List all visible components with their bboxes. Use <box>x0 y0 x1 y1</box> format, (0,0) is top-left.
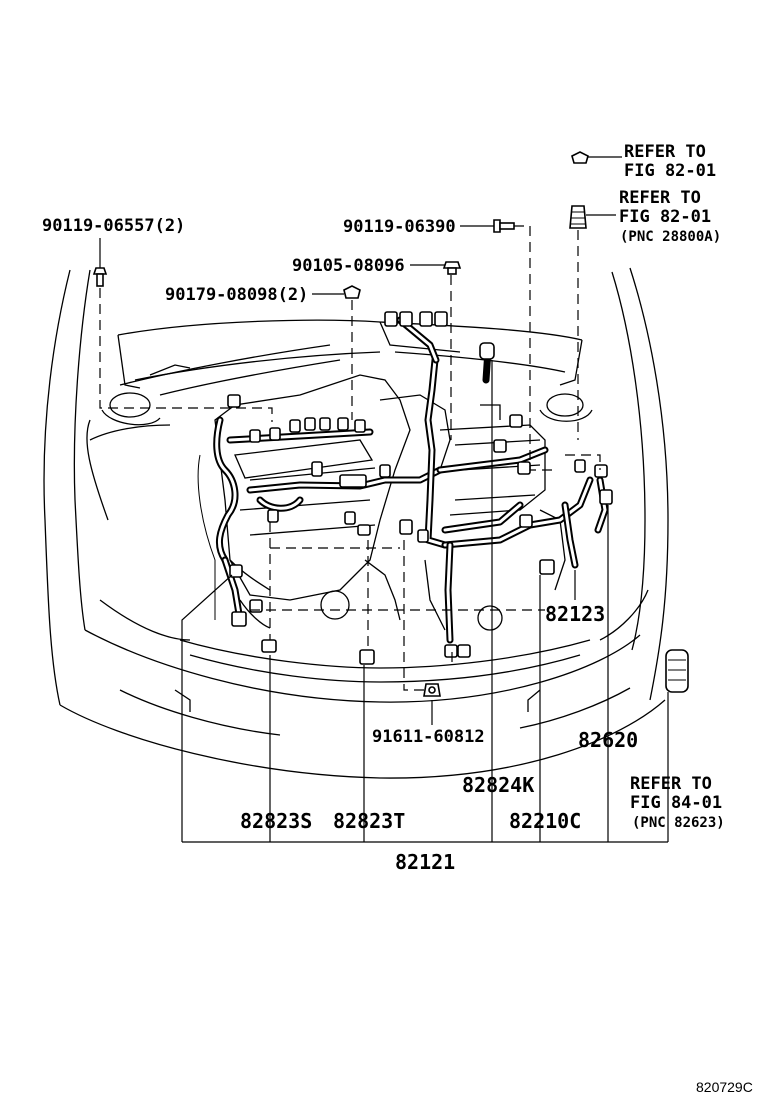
part-label-90105-08096: 90105-08096 <box>292 256 405 276</box>
part-labels: 90119-06557(2) 90119-06390 90105-08096 9… <box>42 216 638 874</box>
part-label-82823t: 82823T <box>333 809 405 833</box>
figure-id: 820729C <box>696 1079 753 1095</box>
nut-icon <box>571 151 589 164</box>
part-label-82210c: 82210C <box>509 809 581 833</box>
part-label-90119-06390: 90119-06390 <box>343 217 456 237</box>
fastener-icons <box>92 151 689 697</box>
nut-icon <box>442 261 462 275</box>
reference-labels: REFER TO FIG 82-01 REFER TO FIG 82-01 (P… <box>619 142 725 831</box>
part-label-82123: 82123 <box>545 602 605 626</box>
reference-3-line-2: FIG 84-01 <box>630 793 722 813</box>
reference-2-line-3: (PNC 28800A) <box>620 229 721 245</box>
reference-3-line-1: REFER TO <box>630 774 712 794</box>
part-label-82121: 82121 <box>395 850 455 874</box>
part-label-82823s: 82823S <box>240 809 312 833</box>
location-dashed-lines <box>99 225 601 691</box>
reference-1-line-2: FIG 82-01 <box>624 161 716 181</box>
reference-2-line-2: FIG 82-01 <box>619 207 711 227</box>
bolt-icon <box>92 267 108 287</box>
nut-icon <box>343 285 361 299</box>
bolt-icon <box>493 219 515 233</box>
reference-2-line-1: REFER TO <box>619 188 701 208</box>
part-label-82824k: 82824K <box>462 773 534 797</box>
harness-connectors <box>227 311 613 665</box>
clamp-icon <box>423 683 441 697</box>
part-label-91611-60812: 91611-60812 <box>372 727 485 747</box>
reference-1-line-1: REFER TO <box>624 142 706 162</box>
part-label-90179-08098: 90179-08098(2) <box>165 285 308 305</box>
leader-lines <box>99 156 669 843</box>
relay-box-icon <box>665 649 689 693</box>
part-label-90119-06557: 90119-06557(2) <box>42 216 185 236</box>
engine-block <box>197 374 566 631</box>
reference-3-line-3: (PNC 82623) <box>632 815 725 831</box>
sensor-icon <box>569 205 587 229</box>
part-label-82620: 82620 <box>578 728 638 752</box>
vehicle-body-outline <box>43 267 669 779</box>
